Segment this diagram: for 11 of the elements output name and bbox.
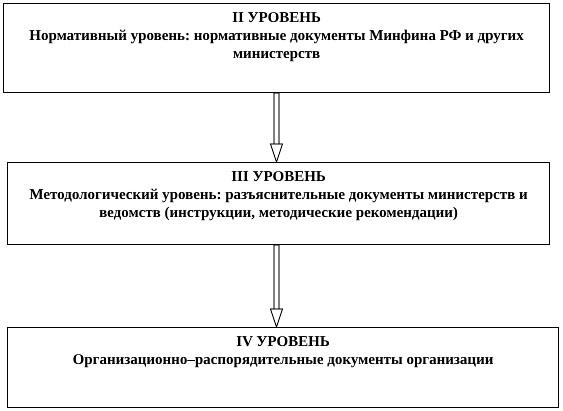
block-arrow — [270, 244, 283, 328]
block-arrow — [270, 92, 283, 162]
level-box — [3, 3, 550, 93]
level-description: Нормативный уровень: нормативные документы Минфина РФ и других министерств — [28, 27, 525, 63]
level-box — [7, 327, 559, 408]
level-box — [7, 162, 550, 245]
level-description: Организационно–распорядительные документы организации — [72, 351, 494, 369]
level-heading: II УРОВЕНЬ — [231, 9, 322, 27]
level-heading: III УРОВЕНЬ — [230, 168, 327, 186]
level-heading: IV УРОВЕНЬ — [235, 333, 331, 351]
level-description: Методологический уровень: разъяснительные документы министерств и ведомств (инструкции, методические рекомендации) — [28, 186, 529, 222]
